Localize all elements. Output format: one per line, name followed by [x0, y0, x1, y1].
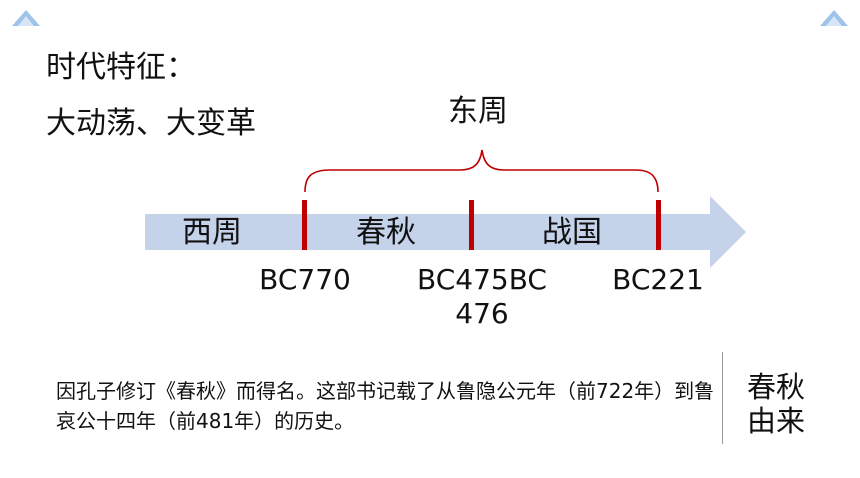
date-bc221: BC221: [612, 263, 704, 296]
corner-triangle-left-inner: [18, 16, 34, 26]
marker-bc475: [469, 200, 474, 250]
origin-description: 因孔子修订《春秋》而得名。这部书记载了从鲁隐公元年（前722年）到鲁哀公十四年（…: [56, 379, 715, 433]
origin-label: 春秋由来: [746, 370, 805, 438]
segment-warring-states: 战国: [542, 215, 602, 250]
timeline-arrow: [145, 196, 746, 268]
east-zhou-brace: [304, 149, 659, 193]
corner-triangle-right-inner: [826, 16, 842, 26]
marker-bc221: [656, 200, 661, 250]
segment-spring-autumn: 春秋: [356, 215, 416, 250]
marker-bc770: [302, 200, 307, 250]
page-title: 时代特征：: [46, 50, 196, 85]
brace-label: 东周: [448, 94, 508, 129]
timeline-diagram: [145, 149, 746, 268]
segment-western-zhou: 西周: [182, 215, 242, 250]
vertical-divider: [722, 352, 723, 444]
date-bc770: BC770: [259, 263, 351, 296]
page-subtitle: 大动荡、大变革: [46, 106, 256, 141]
corner-decorations: [12, 10, 848, 26]
date-bc475-476: BC475BC476: [417, 263, 547, 330]
